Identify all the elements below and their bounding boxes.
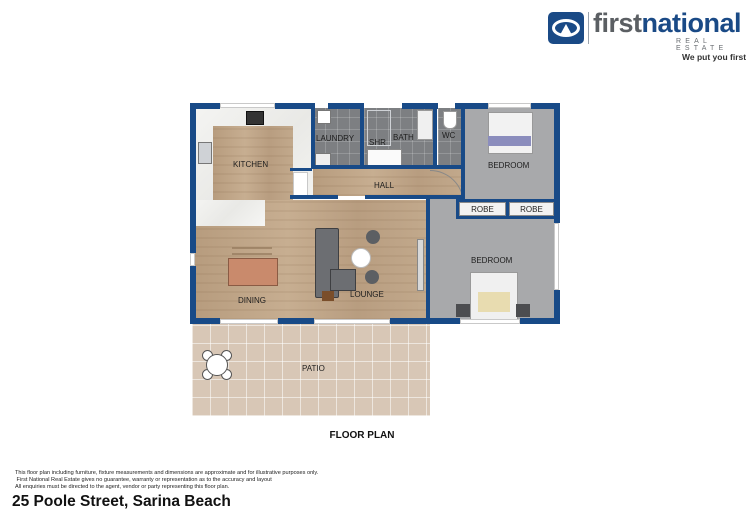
property-address: 25 Poole Street, Sarina Beach	[12, 493, 231, 510]
armchair-icon	[365, 270, 379, 284]
shower-icon	[367, 110, 391, 146]
first-national-logo-icon	[548, 12, 584, 44]
bed-pillows-icon	[478, 292, 510, 312]
coffee-table-icon	[351, 248, 371, 268]
wall-hall-bottom-right	[365, 195, 463, 199]
brand-tagline: We put you first	[682, 52, 747, 62]
sofa-chaise-icon	[330, 269, 356, 291]
wall-top	[402, 103, 438, 109]
lounge-label: LOUNGE	[350, 290, 384, 299]
bedroom-1-label: BEDROOM	[488, 161, 530, 170]
bed-blanket-icon	[488, 136, 531, 146]
robe-1: ROBE	[459, 202, 506, 216]
wall-top-left	[190, 103, 220, 109]
wall-wc-right	[461, 103, 465, 203]
kitchen-label: KITCHEN	[233, 160, 269, 169]
wall-hall-bottom-left	[290, 195, 338, 199]
floor-plan-title: FLOOR PLAN	[0, 430, 750, 441]
kitchen-bench-corner	[195, 200, 265, 226]
floor-plan-title-text: FLOOR PLAN	[329, 430, 395, 441]
patio-label: PATIO	[302, 364, 325, 373]
wall-hall-top	[311, 165, 461, 169]
pantry-icon	[293, 172, 308, 196]
wall-left	[190, 266, 196, 324]
wall-bath-right	[433, 103, 437, 168]
wc-label: WC	[442, 131, 456, 140]
wall-left	[190, 103, 196, 253]
wall-lounge-right	[426, 195, 430, 323]
cooktop-icon	[246, 111, 264, 125]
robe-2: ROBE	[509, 202, 554, 216]
window	[220, 103, 275, 108]
robe-1-label: ROBE	[471, 204, 494, 214]
disclaimer: This floor plan including furniture, fix…	[15, 470, 318, 491]
washer-icon	[317, 110, 331, 124]
patio-area	[192, 322, 430, 416]
window	[488, 103, 531, 108]
laundry-label: LAUNDRY	[316, 134, 355, 143]
bedside-table-icon	[516, 304, 530, 317]
fridge-icon	[198, 142, 212, 164]
wall-top	[275, 103, 315, 109]
wall-laundry-right	[360, 103, 364, 168]
brand-name-first: first	[593, 8, 642, 38]
wall-top-right	[531, 103, 559, 109]
dining-table-icon	[228, 258, 278, 286]
wall-bottom	[190, 318, 220, 324]
disclaimer-line-1: This floor plan including furniture, fix…	[15, 470, 319, 476]
robe-2-label: ROBE	[520, 204, 543, 214]
wall-bottom	[278, 318, 314, 324]
disclaimer-line-3: All enquiries must be directed to the ag…	[15, 484, 230, 490]
shower-label: SHR	[369, 138, 386, 147]
disclaimer-line-2: First National Real Estate gives no guar…	[15, 477, 272, 483]
window	[220, 319, 278, 324]
wall-robe-left	[456, 199, 459, 219]
wall-robe-divider	[506, 199, 509, 219]
ottoman-icon	[322, 291, 334, 301]
logo-divider	[588, 12, 589, 44]
tv-unit-icon	[417, 239, 424, 291]
dining-label: DINING	[238, 296, 266, 305]
window	[190, 253, 195, 266]
patio-table-icon	[202, 350, 232, 380]
wall-right	[554, 290, 560, 324]
window	[314, 319, 390, 324]
wall-right	[554, 103, 560, 223]
brand-name-second: national	[641, 8, 742, 38]
hall-label: HALL	[374, 181, 395, 190]
wall-laundry-left	[311, 103, 315, 168]
dining-chairs-icon	[232, 247, 272, 255]
window	[554, 223, 559, 290]
wall-top	[328, 103, 364, 109]
wall-top	[455, 103, 488, 109]
bed-icon	[488, 112, 533, 154]
armchair-icon	[366, 230, 380, 244]
brand-subtitle: REAL ESTATE	[676, 38, 728, 52]
bath-label: BATH	[393, 133, 414, 142]
toilet-icon	[443, 111, 457, 129]
bedroom-2-label: BEDROOM	[471, 256, 513, 265]
vanity-icon	[417, 110, 433, 140]
window	[460, 319, 520, 324]
wall-bottom	[390, 318, 460, 324]
kitchen-floor	[213, 126, 293, 202]
bedside-table-icon	[456, 304, 470, 317]
wall-bottom	[520, 318, 560, 324]
wall-kitchen-pantry	[290, 168, 312, 171]
floor-plan: ROBE ROBE KITCHEN LAUNDRY SHR BATH WC BE…	[190, 103, 560, 416]
brand-name: firstnational	[593, 8, 742, 38]
